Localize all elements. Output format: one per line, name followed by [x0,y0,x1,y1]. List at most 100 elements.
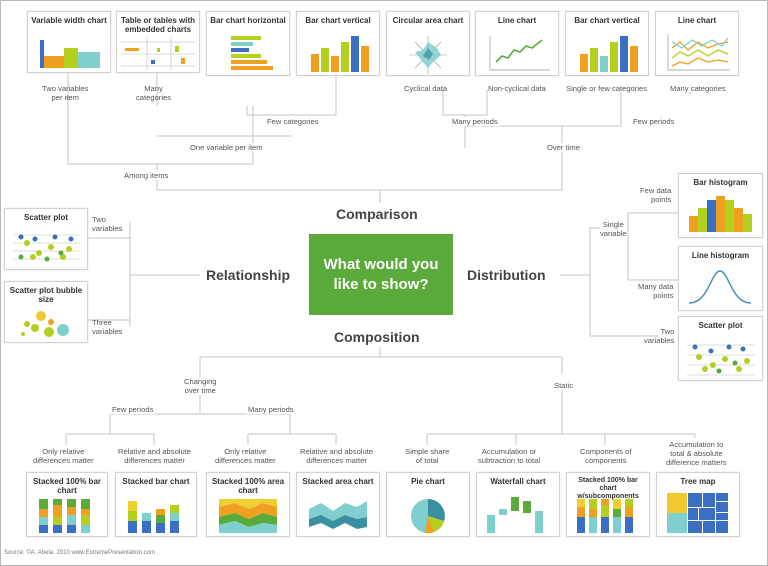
card-title: Table or tables with embedded charts [120,16,196,34]
label-cyclical-data: Cyclical data [404,84,448,93]
card-title: Stacked 100% bar chart w/subcomponents [577,477,639,500]
card-title: Bar chart vertical [305,16,371,25]
card-stacked-100-bar-chart: Stacked 100% bar chart [26,472,108,537]
label-relative-absolute-1: Relative and absolute differences matter [118,447,192,465]
label-few-categories: Few categories [265,117,321,126]
label-single-or-few-categories: Single or few categories [566,84,648,93]
label-single-variable: Single variable [600,220,627,238]
stacked-100-sub-icon [577,499,633,533]
stacked-100-bar-icon [39,499,90,533]
card-title: Bar chart horizontal [210,16,286,25]
center-question: What would you like to show? [309,234,453,315]
card-waterfall-chart: Waterfall chart [476,472,560,537]
label-few-periods: Few periods [110,405,156,414]
label-few-periods-top: Few periods [631,117,677,126]
card-scatter-bubble-size: Scatter plot bubble size [4,281,88,343]
table-embedded-chart-icon [121,36,195,70]
source-credit: Source: ©A. Abela, 2010 www.ExtremePrese… [4,550,155,556]
label-changing-over-time: Changing over time [184,377,217,395]
bar-histogram-icon [689,196,752,232]
card-variable-width-chart: Variable width chart [27,11,111,73]
scatter-plot-icon [13,234,81,262]
label-accumulation-absolute: Accumulation to total & absolute differe… [666,440,727,467]
label-many-periods: Many periods [450,117,500,126]
label-simple-share: Simple share of total [405,447,450,465]
label-many-categories-1: Many categories [136,84,172,102]
card-title: Line chart [677,16,717,25]
label-static: Static [552,381,575,390]
line-chart-icon [667,34,730,71]
label-two-variables: Two variables [92,215,123,233]
bar-chart-vertical-icon [311,36,369,72]
card-line-histogram: Line histogram [678,246,763,311]
label-three-variables: Three variables [92,318,123,336]
card-title: Stacked 100% area chart [211,477,285,495]
card-title: Line chart [497,16,537,25]
card-title: Pie chart [411,477,445,486]
tree-map-icon [667,493,728,533]
stacked-area-icon [309,501,367,529]
label-only-relative-2: Only relative differences matter [215,447,276,465]
card-title: Waterfall chart [490,477,546,486]
card-pie-chart: Pie chart [386,472,470,537]
card-title: Scatter plot [698,321,743,330]
label-relative-absolute-2: Relative and absolute differences matter [300,447,374,465]
card-title: Line histogram [691,251,750,260]
card-stacked-area-chart: Stacked area chart [296,472,380,537]
label-over-time: Over time [545,143,582,152]
card-circular-area-chart: Circular area chart [386,11,470,76]
card-title: Circular area chart [392,16,464,25]
label-two-variables-distribution: Two variables [644,327,675,345]
label-accumulation-subtraction: Accumulation or subtraction to total [478,447,541,465]
stacked-bar-icon [128,501,179,533]
card-stacked-100-bar-subcomponents: Stacked 100% bar chart w/subcomponents [566,472,650,537]
category-distribution: Distribution [467,267,546,283]
card-title: Bar histogram [693,178,748,187]
scatter-plot-icon [687,344,755,376]
label-many-periods-composition: Many periods [246,405,296,414]
card-title: Scatter plot bubble size [9,286,83,304]
card-title: Bar chart vertical [574,16,640,25]
label-among-items: Among items [122,171,171,180]
card-bar-histogram: Bar histogram [678,173,763,238]
scatter-bubble-icon [21,311,69,337]
label-components-of-components: Components of components [580,447,632,465]
card-title: Variable width chart [31,16,107,25]
category-relationship: Relationship [206,267,291,283]
card-line-chart-2: Line chart [655,11,739,76]
card-table-embedded-charts: Table or tables with embedded charts [116,11,200,73]
card-bar-chart-horizontal: Bar chart horizontal [206,11,290,76]
line-chart-icon [489,36,550,71]
label-two-variables-per-item: Two variables per item [42,84,89,102]
card-title: Tree map [680,477,716,486]
card-stacked-100-area-chart: Stacked 100% area chart [206,472,290,537]
bar-chart-vertical-icon [580,36,638,72]
label-few-data-points: Few data points [640,186,672,204]
card-tree-map: Tree map [656,472,740,537]
card-title: Stacked bar chart [122,477,190,486]
category-comparison: Comparison [336,206,418,222]
circular-area-chart-icon [409,36,447,74]
card-scatter-plot-distribution: Scatter plot [678,316,763,381]
bar-chart-horizontal-icon [231,36,273,70]
stacked-100-area-icon [219,499,277,533]
card-bar-chart-vertical-1: Bar chart vertical [296,11,380,76]
card-line-chart-1: Line chart [475,11,559,76]
card-title: Scatter plot [23,213,68,222]
category-composition: Composition [334,329,420,345]
label-non-cyclical-data: Non-cyclical data [488,84,546,93]
label-many-data-points: Many data points [638,282,674,300]
label-only-relative-1: Only relative differences matter [33,447,94,465]
waterfall-chart-icon [487,497,543,533]
card-stacked-bar-chart: Stacked bar chart [115,472,197,537]
card-scatter-plot: Scatter plot [4,208,88,270]
card-title: Stacked area chart [302,477,374,486]
variable-width-chart-icon [40,40,100,68]
card-bar-chart-vertical-2: Bar chart vertical [565,11,649,76]
label-many-categories-2: Many categories [670,84,726,93]
card-title: Stacked 100% bar chart [32,477,102,495]
label-one-variable-per-item: One variable per item [188,143,265,152]
line-histogram-icon [688,270,752,304]
pie-chart-icon [411,499,445,534]
